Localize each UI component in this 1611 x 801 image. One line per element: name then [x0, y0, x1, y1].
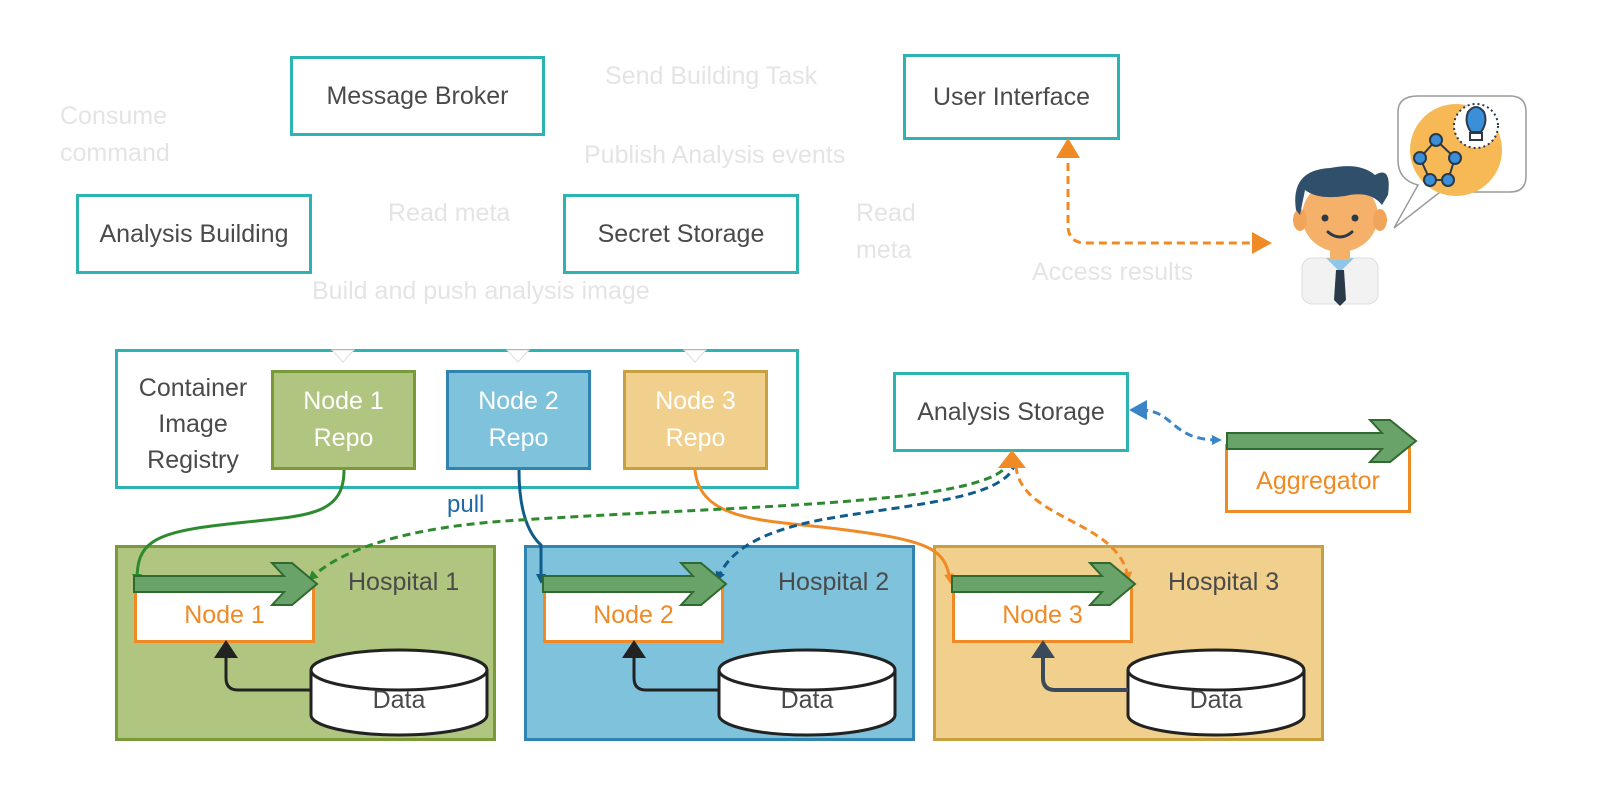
pull-arrow-node1	[132, 469, 346, 584]
publish-analysis-events-label: Publish Analysis events	[584, 141, 846, 169]
node3-repo: Node 3 Repo	[623, 370, 768, 470]
data-cylinder-3	[1126, 648, 1306, 737]
hospital-1-label: Hospital 1	[348, 568, 460, 596]
analysis-building-box: Analysis Building	[76, 194, 312, 274]
data-cylinder-1	[309, 648, 489, 737]
storage-arrowhead-top	[998, 450, 1026, 468]
storage-arrow-node3	[1014, 465, 1133, 582]
ui-arrowhead	[1056, 138, 1080, 158]
user-interface-label: User Interface	[932, 82, 1090, 111]
storage-aggregator-arrowhead-left	[1129, 400, 1147, 420]
hospital-2-label: Hospital 2	[778, 568, 890, 596]
analysis-storage-label: Analysis Storage	[917, 397, 1105, 426]
secret-storage-box: Secret Storage	[563, 194, 799, 274]
container-registry-label: Container Image Registry	[138, 374, 248, 474]
user-arrowhead	[1252, 232, 1272, 254]
data-label-3: Data	[1189, 686, 1243, 714]
secret-storage-label: Secret Storage	[597, 219, 765, 248]
user-avatar-icon	[1293, 166, 1389, 306]
analysis-building-label: Analysis Building	[99, 219, 289, 248]
pull-arrow-node2	[517, 469, 546, 584]
node-2-label: Node 2	[593, 601, 674, 629]
read-meta-label-2: Read meta	[856, 199, 916, 264]
data-node3-arrow	[1041, 656, 1128, 692]
message-broker-box: Message Broker	[290, 56, 545, 136]
aggregator-label: Aggregator	[1256, 467, 1380, 495]
node-arrows	[133, 419, 1418, 606]
node2-repo: Node 2 Repo	[446, 370, 591, 470]
node2-repo-label: Node 2 Repo	[478, 387, 559, 452]
data-node2-arrowhead	[622, 640, 646, 658]
data-node1-arrow	[224, 656, 311, 692]
hospital-3-label: Hospital 3	[1168, 568, 1280, 596]
data-label-1: Data	[372, 686, 426, 714]
pull-arrow-node3	[693, 469, 955, 584]
idea-network-icon	[1393, 95, 1527, 229]
data-label-2: Data	[780, 686, 834, 714]
data-node2-arrow	[632, 656, 719, 692]
consume-command-label: Consume command	[60, 102, 170, 167]
registry-inlet-markers	[330, 349, 708, 363]
build-and-push-label: Build and push analysis image	[312, 277, 650, 305]
analysis-storage-box: Analysis Storage	[893, 372, 1129, 452]
message-broker-label: Message Broker	[326, 81, 509, 110]
send-building-task-label: Send Building Task	[605, 62, 818, 90]
pull-label: pull	[447, 491, 485, 518]
read-meta-label-1: Read meta	[388, 199, 511, 227]
data-node3-arrowhead	[1031, 640, 1055, 658]
node-3-label: Node 3	[1002, 601, 1083, 629]
data-node1-arrowhead	[214, 640, 238, 658]
node1-repo-label: Node 1 Repo	[303, 387, 384, 452]
storage-arrow-node1	[308, 459, 1012, 581]
data-cylinder-2	[717, 648, 897, 737]
user-interface-box: User Interface	[903, 54, 1120, 140]
access-results-label: Access results	[1032, 258, 1194, 286]
ui-user-arrow	[1066, 150, 1256, 245]
storage-aggregator-arrow	[1139, 408, 1222, 445]
node-1-label: Node 1	[184, 601, 265, 629]
node3-repo-label: Node 3 Repo	[655, 387, 736, 452]
node1-repo: Node 1 Repo	[271, 370, 416, 470]
